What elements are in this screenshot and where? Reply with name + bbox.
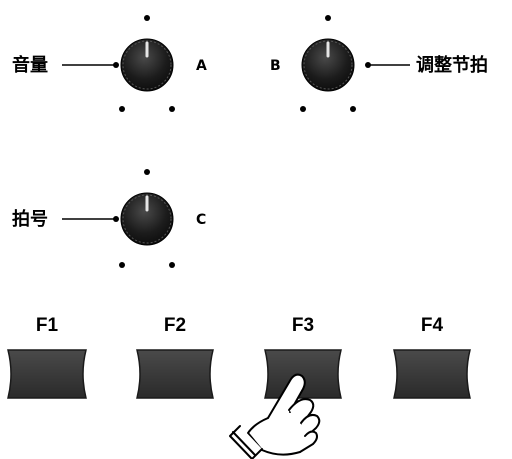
knob-volume-tick-left (119, 106, 125, 112)
knob-volume-label: 音量 (12, 54, 48, 76)
knob-tempo-tick-right (350, 106, 356, 112)
knob-volume-body[interactable] (120, 38, 174, 92)
function-button-f4[interactable]: F4 (393, 315, 471, 399)
function-button-f1-label: F1 (36, 315, 59, 336)
knob-volume-grip (122, 40, 172, 90)
pressing-hand-icon (229, 373, 321, 459)
function-button-f1-face[interactable] (7, 349, 87, 399)
knob-tempo-grip (303, 40, 353, 90)
knob-tempo[interactable]: B 调整节拍 (270, 15, 488, 112)
function-button-f4-label: F4 (421, 315, 444, 336)
function-button-f3[interactable]: F3 (264, 315, 342, 399)
knob-tempo-body[interactable] (301, 38, 355, 92)
function-button-f2[interactable]: F2 (136, 315, 214, 399)
knob-beat-letter: C (196, 212, 206, 228)
knob-tempo-letter: B (270, 58, 281, 74)
knob-tempo-tick-left (300, 106, 306, 112)
function-button-f3-face[interactable] (264, 349, 342, 399)
knob-beat-tick-right (169, 262, 175, 268)
knob-volume-letter: A (196, 58, 207, 74)
knob-beat-grip (122, 194, 172, 244)
function-button-f2-face[interactable] (136, 349, 214, 399)
knob-beat-tick-top (144, 169, 150, 175)
function-button-f2-label: F2 (164, 315, 186, 336)
knob-beat[interactable]: 拍号 C (12, 169, 206, 268)
knob-beat-label: 拍号 (12, 208, 48, 230)
knob-beat-body[interactable] (120, 192, 174, 246)
knob-volume[interactable]: 音量 A (12, 15, 207, 112)
knob-tempo-label: 调整节拍 (416, 54, 488, 76)
knob-volume-tick-right (169, 106, 175, 112)
knob-beat-tick-left (119, 262, 125, 268)
function-button-f1[interactable]: F1 (7, 315, 87, 399)
knob-beat-leader-dot (113, 216, 119, 222)
knob-volume-tick-top (144, 15, 150, 21)
function-button-f4-face[interactable] (393, 349, 471, 399)
knob-volume-leader-dot (113, 62, 119, 68)
function-button-f3-label: F3 (292, 315, 314, 336)
knob-tempo-tick-top (325, 15, 331, 21)
